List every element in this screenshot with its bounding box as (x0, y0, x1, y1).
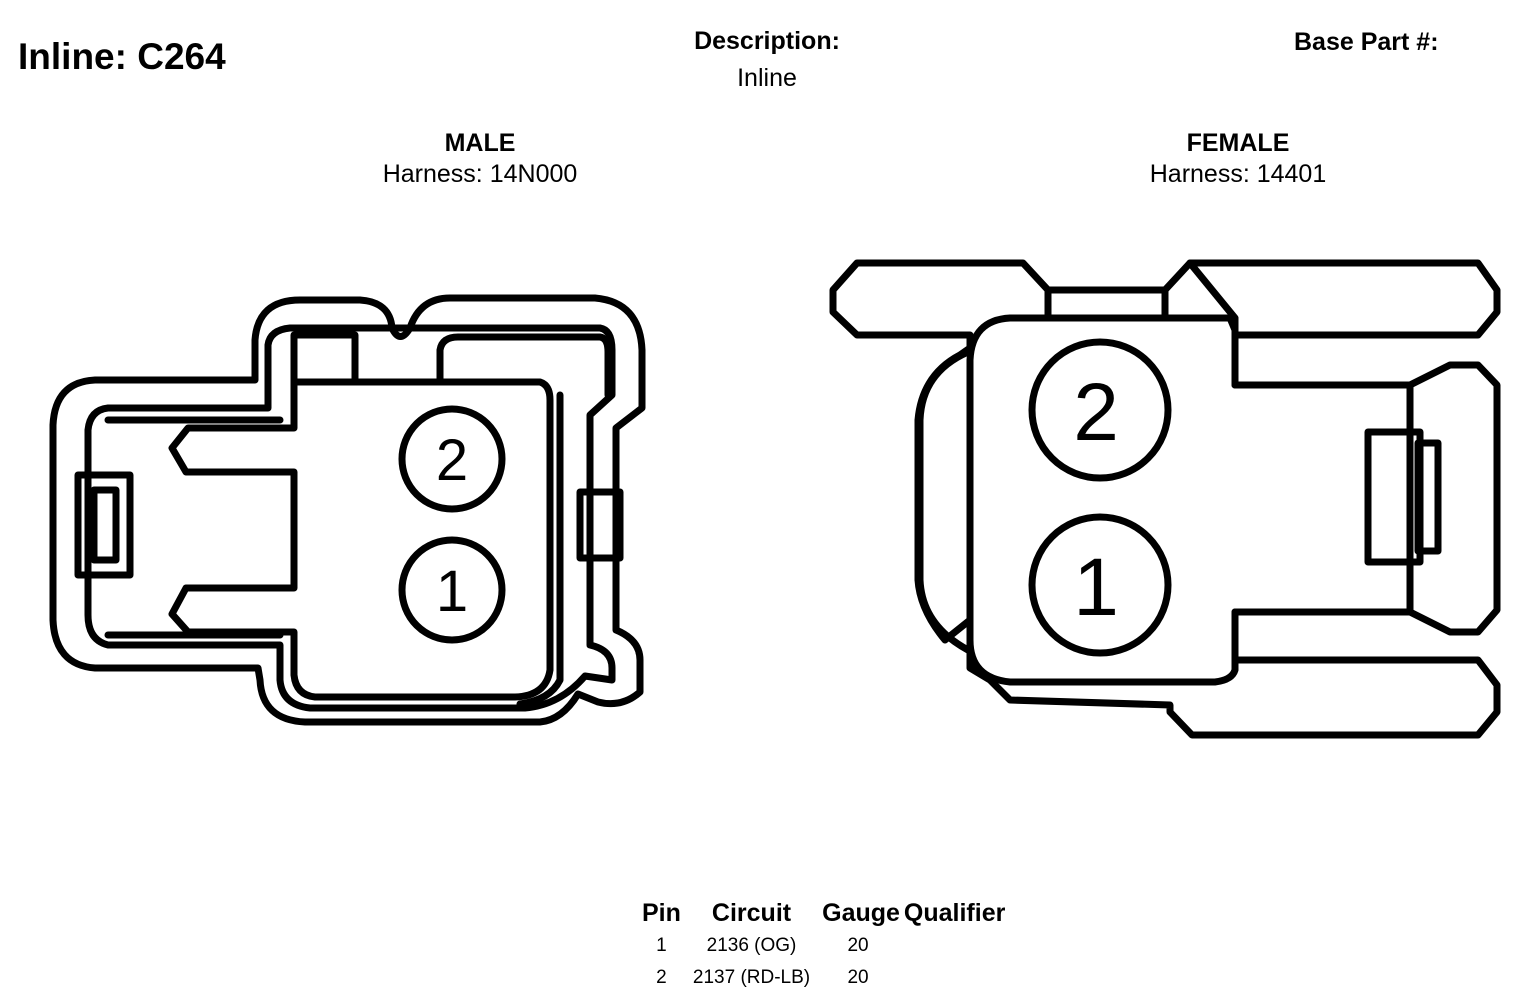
table-row: 1 2136 (OG) 20 (636, 930, 1011, 962)
male-pin-2-label: 2 (436, 428, 468, 493)
female-right-ear (1406, 361, 1501, 636)
qualifier-cell (900, 930, 1011, 962)
pin-cell: 2 (656, 967, 667, 988)
male-pin-1-circle (398, 536, 506, 644)
male-harness-label: Harness: 14N000 (382, 160, 578, 188)
gauge-cell: 20 (847, 967, 869, 988)
gauge-column-header: Gauge (822, 898, 900, 927)
female-top-band-right (1186, 259, 1239, 339)
female-left-curve (916, 348, 972, 654)
pin-column-header: Pin (642, 898, 681, 927)
qualifier-cell (900, 962, 1011, 994)
male-left-latch-inner (90, 486, 120, 564)
male-connector-title: MALE (444, 129, 516, 157)
connector-title: Inline: C264 (18, 36, 226, 77)
table-row: 2 2137 (RD-LB) 20 (636, 962, 1011, 994)
male-pin-2-circle (398, 405, 506, 513)
male-top-tab-right (436, 333, 612, 399)
male-main-body (168, 378, 554, 701)
female-pin-1-circle (1028, 513, 1172, 657)
male-body-edge (516, 391, 564, 708)
female-top-band (1044, 286, 1169, 322)
male-right-latch (576, 488, 624, 562)
circuit-cell: 2137 (RD-LB) (692, 967, 811, 988)
pin-table-header-row: Pin Circuit Gauge Qualifier (636, 896, 1011, 930)
female-pin-1-label: 1 (1073, 542, 1119, 633)
circuit-cell: 2136 (OG) (706, 935, 797, 956)
male-top-tab-left (290, 331, 359, 386)
female-pin-2-label: 2 (1073, 367, 1119, 458)
male-left-latch (74, 471, 134, 579)
circuit-column-header: Circuit (711, 898, 792, 927)
pin-table: Pin Circuit Gauge Qualifier 1 2136 (OG) … (636, 896, 1011, 994)
gauge-cell: 20 (847, 935, 869, 956)
female-connector-drawing (829, 259, 1501, 739)
description-value: Inline (737, 64, 797, 92)
pin-cell: 1 (656, 935, 667, 956)
qualifier-column-header: Qualifier (903, 898, 1006, 927)
male-housing-outline (49, 294, 646, 726)
female-right-latch-inner (1414, 439, 1442, 555)
male-left-rail (104, 416, 284, 639)
female-harness-label: Harness: 14401 (1149, 160, 1327, 188)
male-housing-inner (84, 324, 616, 712)
female-connector-title: FEMALE (1186, 129, 1290, 157)
male-connector-drawing (49, 294, 646, 726)
male-pin-1-label: 1 (436, 559, 468, 624)
female-main-body (966, 314, 1414, 686)
female-top-crossbar (829, 259, 1501, 739)
base-part-label: Base Part #: (1294, 28, 1439, 56)
female-pin-2-circle (1028, 338, 1172, 482)
description-label: Description: (694, 27, 840, 55)
